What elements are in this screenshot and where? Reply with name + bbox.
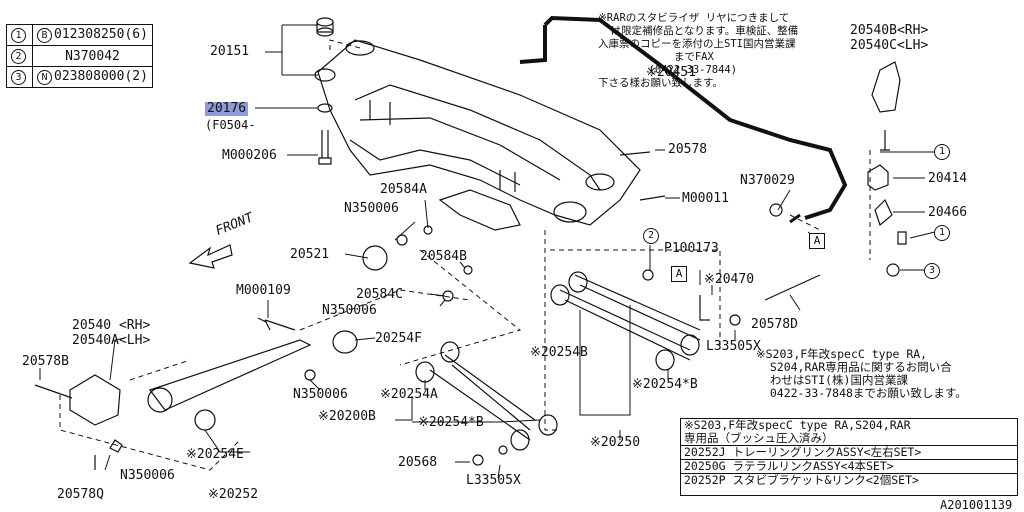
stabilizer-bar: [519, 15, 848, 224]
part-label-20252[interactable]: ※20252: [208, 487, 259, 502]
diagram-id: A201001139: [940, 498, 1013, 512]
part-label-20540a-lh[interactable]: 20540A<LH>: [72, 333, 151, 348]
part-label-20254a[interactable]: ※20254A: [380, 387, 438, 402]
bolts: [264, 151, 821, 466]
lateral-links: [415, 271, 701, 451]
set-box-line: ※S203,F年改specC type RA,S204,RAR: [684, 418, 911, 432]
part-label-20540c-lh[interactable]: 20540C<LH>: [850, 38, 929, 53]
part-label-20578d[interactable]: 20578D: [751, 317, 798, 332]
callout-circle-1: 1: [934, 144, 950, 160]
part-label-l33505x[interactable]: L33505X: [706, 339, 761, 354]
front-arrow: [188, 244, 233, 269]
set-box-line: 専用品（ブッシュ圧入済み）: [684, 431, 834, 445]
callout-circle-2: 2: [643, 228, 659, 244]
rear-crossmember: [314, 39, 641, 231]
part-label-n350006[interactable]: N350006: [322, 303, 377, 318]
part-label-20200b[interactable]: ※20200B: [318, 409, 376, 424]
legend-mark: B: [37, 28, 52, 43]
sti-inquiry-note: ※S203,F年改specC type RA, S204,RAR専用品に関するお…: [756, 347, 967, 400]
set-box-line: 20252P スタビブラケット&リンク<2個SET>: [681, 473, 1017, 487]
part-label-l33505x[interactable]: L33505X: [466, 473, 521, 488]
part-label-20451[interactable]: ※20451: [646, 65, 697, 80]
part-label-20578[interactable]: 20578: [668, 142, 708, 157]
legend-row: 2 N370042: [6, 45, 153, 67]
stabilizer-bracket: [769, 61, 907, 277]
part-label-20470[interactable]: ※20470: [704, 272, 755, 287]
legend-part: 012308250(6): [54, 27, 148, 42]
part-label-20540-rh[interactable]: 20540 <RH>: [72, 318, 151, 333]
reference-mark-a: A: [671, 266, 687, 282]
reference-mark-a: A: [809, 233, 825, 249]
legend-num: 2: [11, 49, 26, 64]
part-label-20254f[interactable]: 20254F: [375, 331, 422, 346]
rar-stabilizer-note: ※RARのスタビライザ リヤにつきまして は限定補修品となります。車検証、整備 …: [598, 12, 799, 89]
part-label-n350006[interactable]: N350006: [120, 468, 175, 483]
part-label-20540b-rh[interactable]: 20540B<RH>: [850, 23, 929, 38]
part-label-20521[interactable]: 20521: [290, 247, 330, 262]
part-label-20176[interactable]: 20176: [205, 101, 249, 116]
part-label-20414[interactable]: 20414: [928, 171, 968, 186]
trailing-link: [147, 317, 358, 431]
trailing-link-bracket: [34, 374, 123, 470]
part-label-20254e[interactable]: ※20254E: [186, 447, 244, 462]
part-label-20584c[interactable]: 20584C: [356, 287, 403, 302]
callout-circle-1: 1: [934, 225, 950, 241]
legend-num: 1: [11, 28, 26, 43]
part-label-20578b[interactable]: 20578B: [22, 354, 69, 369]
part-label-20568[interactable]: 20568: [398, 455, 438, 470]
legend-num: 3: [11, 70, 26, 85]
part-label-20584b[interactable]: 20584B: [420, 249, 467, 264]
legend-part: N370042: [65, 48, 120, 64]
legend-part: 023808000(2): [54, 69, 148, 84]
part-label-n350006[interactable]: N350006: [293, 387, 348, 402]
part-label-20584a[interactable]: 20584A: [380, 182, 427, 197]
part-label-20254-star-b[interactable]: ※20254*B: [632, 377, 698, 392]
dashed-guides: [59, 39, 871, 471]
part-label-20250[interactable]: ※20250: [590, 435, 641, 450]
part-label-m00011[interactable]: M00011: [682, 191, 729, 206]
legend-mark: N: [37, 70, 52, 85]
part-code-f0504: (F0504-: [205, 118, 256, 132]
part-label-n370029[interactable]: N370029: [740, 173, 795, 188]
part-label-20254-star-b[interactable]: ※20254*B: [418, 415, 484, 430]
part-label-20466[interactable]: 20466: [928, 205, 968, 220]
leader-lines: [39, 24, 936, 479]
set-box-line: 20250G ラテラルリンクASSY<4本SET>: [681, 459, 1017, 473]
part-label-20151[interactable]: 20151: [210, 44, 250, 59]
part-label-m000109[interactable]: M000109: [236, 283, 291, 298]
part-label-20254b[interactable]: ※20254B: [530, 345, 588, 360]
part-label-n350006[interactable]: N350006: [344, 201, 399, 216]
part-label-p100173[interactable]: P100173: [664, 241, 719, 256]
part-label-20578q[interactable]: 20578Q: [57, 487, 104, 502]
set-box-line: 20252J トレーリングリンクASSY<左右SET>: [681, 445, 1017, 459]
sti-set-parts-box: ※S203,F年改specC type RA,S204,RAR 専用品（ブッシュ…: [680, 418, 1018, 496]
callout-circle-3: 3: [924, 263, 940, 279]
part-label-m000206[interactable]: M000206: [222, 148, 277, 163]
